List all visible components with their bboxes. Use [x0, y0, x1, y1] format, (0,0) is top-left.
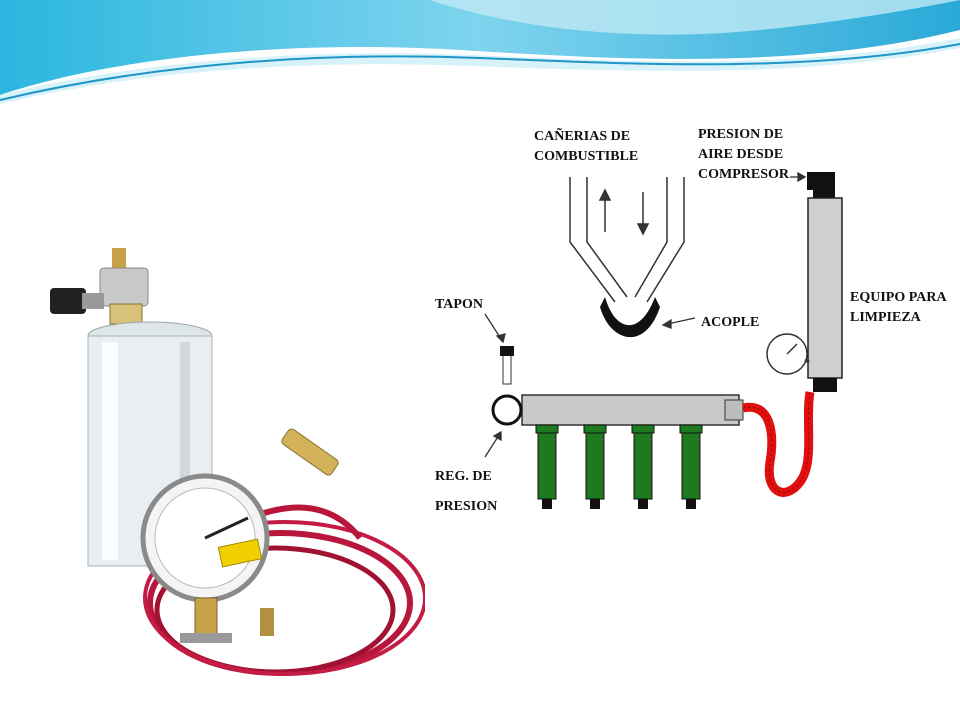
coupling [600, 297, 660, 338]
fuel-rail [521, 394, 740, 426]
gauge-tag [217, 538, 263, 568]
label-reg-presion: REG. DE PRESION [435, 469, 497, 514]
injectors [535, 424, 703, 509]
label-acople: ACOPLE [701, 315, 759, 330]
label-equipo-limpieza: EQUIPO PARA LIMPIEZA [850, 290, 949, 325]
acople-pointer [661, 317, 696, 329]
hose-fitting [281, 428, 339, 476]
label-tapon: TAPON [435, 297, 483, 312]
tank-top-fitting [807, 172, 835, 190]
pressure-regulator [491, 394, 523, 426]
tapon-pointer [484, 313, 506, 344]
regulator-knob [50, 288, 86, 314]
header-wave [0, 0, 960, 104]
red-hose [742, 391, 815, 497]
injector-3 [631, 424, 655, 509]
cleaning-tank [807, 197, 843, 379]
presion-pointer [790, 171, 807, 183]
cleaning-diagram: CAÑERIAS DE COMBUSTIBLE PRESION DE AIRE … [405, 82, 960, 550]
flow-arrows [598, 188, 650, 236]
cleaning-kit-photo [30, 238, 425, 693]
injector-1 [535, 424, 559, 509]
fuel-lines [569, 177, 685, 303]
injector-2 [583, 424, 607, 509]
label-presion-aire: PRESION DE AIRE DESDE COMPRESOR [698, 127, 790, 182]
regulator-body [99, 267, 149, 307]
label-canerias: CAÑERIAS DE COMBUSTIBLE [534, 126, 638, 164]
reg-pointer [484, 430, 502, 458]
outlet-valve [194, 597, 218, 639]
injector-4 [679, 424, 703, 509]
